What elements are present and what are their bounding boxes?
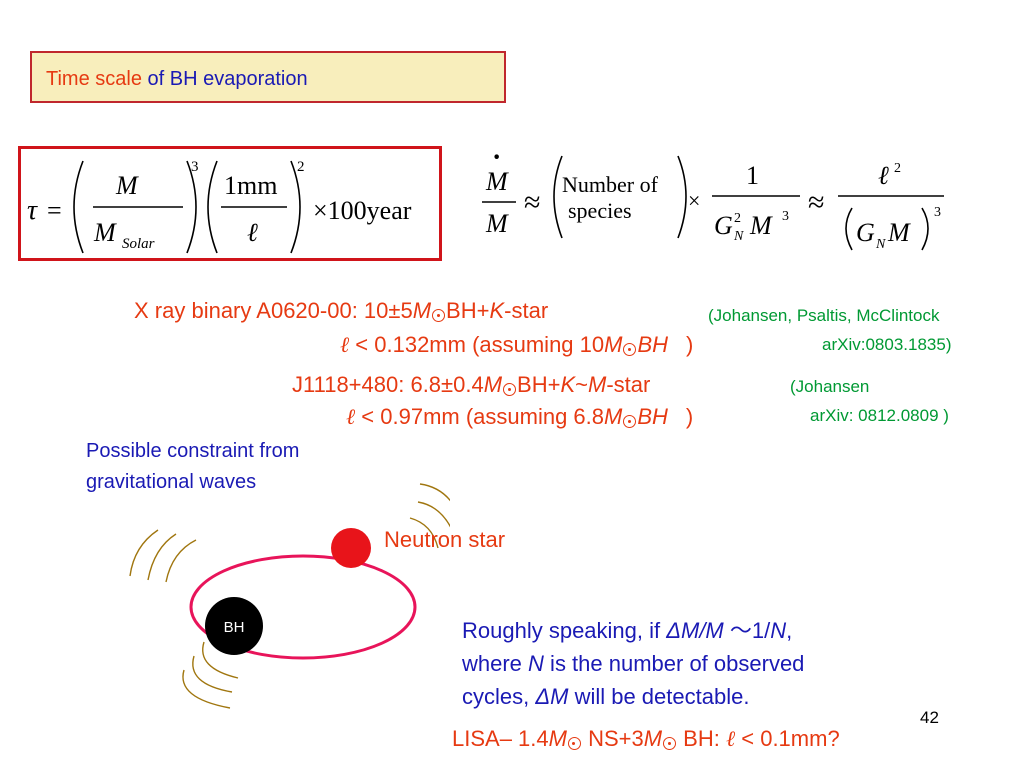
equals-sign: = bbox=[47, 196, 62, 225]
wave-arc-bottom-1 bbox=[202, 641, 239, 679]
ell-squared: 2 bbox=[894, 161, 901, 176]
newton-g-2: G bbox=[856, 218, 875, 247]
mass-numerator: M bbox=[115, 171, 139, 200]
wave-arc-top-right-1 bbox=[419, 483, 450, 502]
cube-exponent-2: 3 bbox=[934, 205, 941, 220]
gw-heading: Possible constraint from gravitational w… bbox=[86, 440, 300, 493]
g-squared: 2 bbox=[734, 211, 741, 226]
paren-open-2 bbox=[207, 160, 218, 254]
neutron-star bbox=[331, 528, 371, 568]
paren-close-species bbox=[677, 155, 687, 239]
detectability-note: Roughly speaking, if ΔM/M ～1/N, where N … bbox=[462, 618, 805, 709]
solar-mass-symbol bbox=[503, 383, 517, 396]
approx-sign-2: ≈ bbox=[808, 186, 824, 219]
tau-symbol: τ bbox=[27, 195, 38, 226]
orbit-ellipse bbox=[189, 554, 417, 660]
solar-subscript: Solar bbox=[122, 236, 155, 252]
a0620-reference-arxiv: arXiv:0803.1835) bbox=[822, 335, 952, 354]
solar-mass-symbol bbox=[432, 309, 446, 322]
wave-arc-bottom-2 bbox=[192, 655, 233, 693]
times-sign: × bbox=[688, 188, 700, 213]
paren-close-gnm bbox=[921, 207, 929, 251]
one-mm: 1mm bbox=[224, 171, 277, 200]
ell-denominator: ℓ bbox=[247, 218, 258, 247]
lifetime-formula-box: τ = M M Solar 3 1mm ℓ 2 ×100year bbox=[18, 146, 442, 261]
number-of-label: Number of bbox=[562, 172, 659, 197]
gravitational-wave-arcs bbox=[129, 483, 450, 709]
times-100-year: ×100year bbox=[313, 196, 412, 225]
bh-label: BH bbox=[224, 619, 245, 636]
lisa-estimate: LISA– 1.4M NS+3M BH: ℓ < 0.1mm? bbox=[452, 726, 840, 751]
solar-mass-symbol bbox=[663, 737, 677, 750]
time-derivative-dot: · bbox=[492, 146, 501, 173]
evaporation-rate-formula: M · M ≈ Number of species × 1 G 2 N M 3 … bbox=[482, 146, 944, 252]
slide-title: Time scale of BH evaporation bbox=[46, 68, 308, 91]
exponent-3: 3 bbox=[191, 159, 199, 175]
mass-cubed-base: M bbox=[749, 211, 773, 240]
wave-arc-left-2 bbox=[147, 533, 177, 581]
black-hole bbox=[205, 597, 263, 655]
j1118-reference-arxiv: arXiv: 0812.0809 ) bbox=[810, 406, 949, 425]
solar-mass-symbol bbox=[623, 343, 637, 356]
g-subscript-n: N bbox=[733, 229, 744, 244]
paren-open-species bbox=[553, 155, 563, 239]
mass-denominator: M bbox=[485, 209, 509, 238]
mdot-numerator: M bbox=[485, 167, 509, 196]
neutron-star-label: Neutron star bbox=[384, 527, 506, 552]
title-time-scale: Time scale bbox=[46, 68, 142, 90]
one-numerator: 1 bbox=[746, 161, 759, 190]
wave-arc-top-right-2 bbox=[417, 501, 450, 528]
ell-numerator: ℓ bbox=[878, 161, 889, 190]
solar-mass-symbol bbox=[623, 415, 637, 428]
paren-close-1 bbox=[186, 160, 197, 254]
slide-title-box: Time scale of BH evaporation bbox=[30, 51, 506, 103]
solar-mass-symbol bbox=[567, 737, 581, 750]
species-label: species bbox=[568, 198, 632, 223]
a0620-reference-authors: (Johansen, Psaltis, McClintock bbox=[708, 306, 940, 325]
wave-arc-left-3 bbox=[165, 539, 197, 583]
exponent-2: 2 bbox=[297, 159, 305, 175]
lifetime-formula: τ = M M Solar 3 1mm ℓ 2 ×100year bbox=[27, 159, 412, 254]
newton-g: G bbox=[714, 211, 733, 240]
wave-arc-bottom-3 bbox=[182, 669, 231, 709]
binary-orbit-diagram: BH bbox=[129, 483, 450, 709]
g-subscript-n-2: N bbox=[875, 237, 886, 252]
cube-exponent: 3 bbox=[782, 209, 789, 224]
title-of-bh-evaporation: of BH evaporation bbox=[147, 68, 308, 90]
approx-sign-1: ≈ bbox=[524, 186, 540, 219]
paren-open-gnm bbox=[845, 207, 853, 251]
paren-open-1 bbox=[73, 160, 84, 254]
mass-solar: M bbox=[93, 218, 117, 247]
page-number: 42 bbox=[920, 708, 939, 727]
mass-in-paren: M bbox=[887, 218, 911, 247]
j1118-reference-author: (Johansen bbox=[790, 377, 870, 396]
wave-arc-left-1 bbox=[129, 529, 159, 577]
wave-arc-top-right-3 bbox=[409, 517, 439, 549]
paren-close-2 bbox=[290, 160, 301, 254]
